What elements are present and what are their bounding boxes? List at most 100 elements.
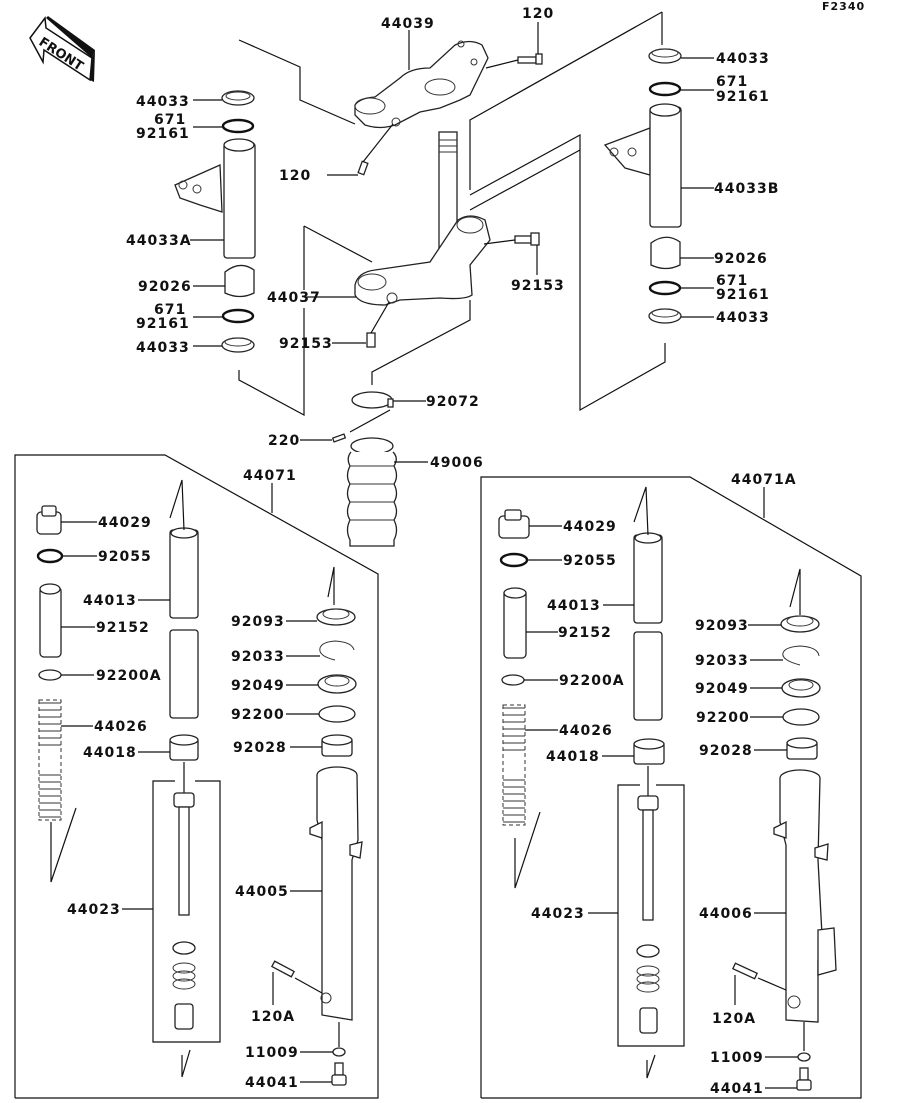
left-label-92200: 92200	[231, 707, 285, 723]
inner-tube-44013-left	[169, 527, 199, 719]
left-label-92093: 92093	[231, 614, 285, 630]
bolt-120-top	[517, 53, 543, 65]
label-92026-right: 92026	[714, 251, 768, 267]
dust-boot-49006	[346, 437, 398, 547]
right-label-92093: 92093	[695, 618, 749, 634]
collar-44018-left	[169, 734, 199, 761]
retaining-ring-92033-left	[319, 640, 355, 661]
left-label-11009: 11009	[245, 1045, 299, 1061]
label-44037: 44037	[267, 290, 321, 306]
washer-92200A-left	[38, 669, 62, 681]
front-arrow-icon: FRONT	[29, 16, 95, 82]
left-fork-assembly: 44071 44029 92055 92152 92200A 44026	[14, 454, 379, 1099]
right-label-44041: 44041	[710, 1081, 764, 1097]
left-label-44023: 44023	[67, 902, 121, 918]
washer-92200-left	[318, 705, 356, 723]
outer-tube-44005	[309, 766, 363, 1021]
bushing-44033-ml	[221, 337, 255, 353]
bolt-120A-right	[731, 962, 759, 980]
right-label-92028: 92028	[699, 743, 753, 759]
spring-44026-right	[502, 704, 526, 826]
right-label-44026: 44026	[559, 723, 613, 739]
left-label-44029: 44029	[98, 515, 152, 531]
oring-92161-tl	[221, 118, 255, 134]
label-671-mr: 671	[716, 273, 748, 289]
label-49006: 49006	[430, 455, 484, 471]
label-671-tr: 671	[716, 74, 748, 90]
cylinder-44023-left	[172, 792, 196, 1030]
right-label-92049: 92049	[695, 681, 749, 697]
bolt-44041-right	[796, 1067, 812, 1091]
right-label-92200: 92200	[696, 710, 750, 726]
left-label-44005: 44005	[235, 884, 289, 900]
label-44033-tl: 44033	[136, 94, 190, 110]
oring-92161-ml	[221, 308, 255, 324]
label-92161-mr: 92161	[716, 287, 770, 303]
diagram-code: F2340	[822, 0, 865, 13]
washer-92200A-right	[501, 674, 525, 686]
label-44039: 44039	[381, 16, 435, 32]
cover-92026-left	[224, 264, 255, 298]
washer-11009-right	[797, 1052, 811, 1062]
bolt-120-left	[357, 160, 369, 176]
left-label-92055: 92055	[98, 549, 152, 565]
label-92072: 92072	[426, 394, 480, 410]
cylinder-44023-right	[636, 795, 660, 1034]
label-92026-left: 92026	[138, 279, 192, 295]
left-label-92152: 92152	[96, 620, 150, 636]
left-label-44018: 44018	[83, 745, 137, 761]
spring-44026-left	[38, 699, 62, 821]
bolt-92153-right	[514, 232, 540, 246]
clamp-92072	[351, 391, 394, 409]
right-label-92055: 92055	[563, 553, 617, 569]
bushing-44033-mr	[648, 308, 682, 324]
oring-92161-mr	[648, 280, 682, 296]
spacer-92152-left	[39, 583, 62, 658]
right-assembly-title: 44071A	[731, 472, 797, 488]
bushing-44033-top-left	[221, 90, 255, 106]
label-671-ml: 671	[154, 302, 186, 318]
label-120-left: 120	[279, 168, 311, 184]
fork-tube-44033A	[174, 138, 256, 259]
left-label-92033: 92033	[231, 649, 285, 665]
right-label-44018: 44018	[546, 749, 600, 765]
fork-cap-44029-right	[498, 509, 530, 539]
label-671-tl: 671	[154, 112, 186, 128]
dust-seal-92093-left	[316, 608, 356, 626]
bushing-92028-left	[321, 734, 353, 757]
bushing-44033-top-right	[648, 48, 682, 64]
label-92161-tr: 92161	[716, 89, 770, 105]
right-label-92200A: 92200A	[559, 673, 625, 689]
label-92153-right: 92153	[511, 278, 565, 294]
label-44033-tr: 44033	[716, 51, 770, 67]
label-44033B: 44033B	[714, 181, 779, 197]
inner-tube-44013-right	[633, 532, 663, 721]
left-label-92049: 92049	[231, 678, 285, 694]
lower-triple-clamp	[354, 215, 491, 306]
bolt-120A-left	[271, 960, 295, 978]
right-fork-assembly: 44071A 44029 92055 92152 92200A 44026	[480, 472, 862, 1099]
screw-220	[331, 433, 347, 443]
left-label-44013: 44013	[83, 593, 137, 609]
washer-11009-left	[332, 1047, 346, 1057]
label-92153-left: 92153	[279, 336, 333, 352]
oil-seal-92049-right	[781, 678, 821, 698]
left-label-92028: 92028	[233, 740, 287, 756]
dust-seal-92093-right	[780, 615, 820, 633]
collar-44018-right	[633, 738, 665, 765]
label-44033-ml: 44033	[136, 340, 190, 356]
right-label-92033: 92033	[695, 653, 749, 669]
left-label-120A: 120A	[251, 1009, 295, 1025]
washer-92200-right	[782, 708, 820, 726]
label-220: 220	[268, 433, 300, 449]
cover-92026-right	[650, 236, 681, 270]
label-44033-mr: 44033	[716, 310, 770, 326]
right-label-44013: 44013	[547, 598, 601, 614]
label-120-top: 120	[522, 6, 554, 22]
right-label-11009: 11009	[710, 1050, 764, 1066]
right-label-120A: 120A	[712, 1011, 756, 1027]
spacer-92152-right	[503, 587, 527, 659]
oil-seal-92049-left	[317, 674, 357, 694]
label-44033A: 44033A	[126, 233, 192, 249]
